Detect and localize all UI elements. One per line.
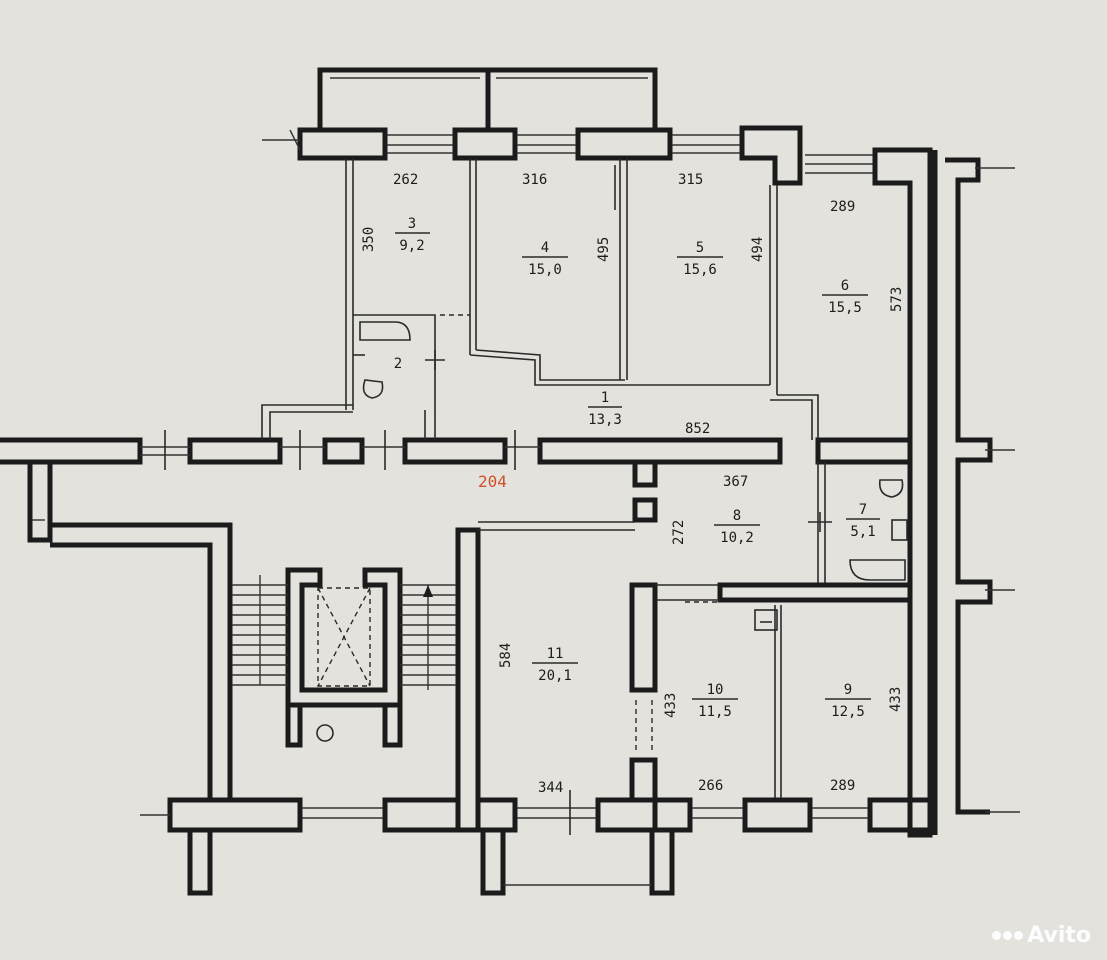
room-9-area: 12,5 — [831, 704, 865, 720]
top-wall — [262, 125, 875, 186]
room-7-number: 7 — [859, 502, 867, 518]
avito-logo-icon — [992, 931, 1024, 940]
room-labels: 1 13,3 2 3 9,2 4 15,0 5 15,6 6 15,5 7 5,… — [394, 216, 880, 720]
dimension-433-right: 433 — [888, 687, 904, 712]
dimension-350: 350 — [361, 227, 377, 252]
dimension-266: 266 — [698, 778, 723, 794]
room-8-number: 8 — [733, 508, 741, 524]
dimension-367: 367 — [723, 474, 748, 490]
dimension-272: 272 — [671, 520, 687, 545]
stairs-left — [232, 575, 288, 686]
room-6-number: 6 — [841, 278, 849, 294]
room-1-number: 1 — [601, 390, 609, 406]
dimension-494: 494 — [750, 237, 766, 262]
dimension-852: 852 — [685, 421, 710, 437]
room-3-number: 3 — [408, 216, 416, 232]
room-9-number: 9 — [844, 682, 852, 698]
room-4-number: 4 — [541, 240, 549, 256]
dimension-labels: 262 316 315 289 350 495 494 573 852 367 … — [361, 172, 905, 796]
dimension-344: 344 — [538, 780, 563, 796]
room-11-number: 11 — [547, 646, 564, 662]
lower-flat — [455, 459, 933, 896]
room-11-area: 20,1 — [538, 668, 572, 684]
dimension-289-bottom: 289 — [830, 778, 855, 794]
dimension-262: 262 — [393, 172, 418, 188]
dimension-495: 495 — [596, 237, 612, 262]
room-1-area: 13,3 — [588, 412, 622, 428]
upper-flat-partitions — [261, 158, 819, 440]
dimension-584: 584 — [498, 643, 514, 668]
dimension-573: 573 — [889, 287, 905, 312]
room-7-area: 5,1 — [850, 524, 875, 540]
avito-watermark: Avito — [992, 923, 1091, 948]
stairwell — [50, 522, 461, 896]
room-10-number: 10 — [707, 682, 724, 698]
dimension-289-top: 289 — [830, 199, 855, 215]
room-10-area: 11,5 — [698, 704, 732, 720]
corridor-mark: 204 — [478, 472, 507, 491]
room-4-area: 15,0 — [528, 262, 562, 278]
room-3-area: 9,2 — [399, 238, 424, 254]
balconies-top — [317, 67, 658, 130]
corridor-wall — [0, 430, 913, 543]
dimension-315: 315 — [678, 172, 703, 188]
room-6-area: 15,5 — [828, 300, 862, 316]
room-2-number: 2 — [394, 356, 402, 372]
room-5-area: 15,6 — [683, 262, 717, 278]
dimension-316: 316 — [522, 172, 547, 188]
right-walls — [872, 147, 1020, 838]
stairs-right — [400, 584, 456, 690]
room-5-number: 5 — [696, 240, 704, 256]
room-8-area: 10,2 — [720, 530, 754, 546]
dimension-433-left: 433 — [663, 693, 679, 718]
watermark-text: Avito — [1027, 923, 1091, 948]
